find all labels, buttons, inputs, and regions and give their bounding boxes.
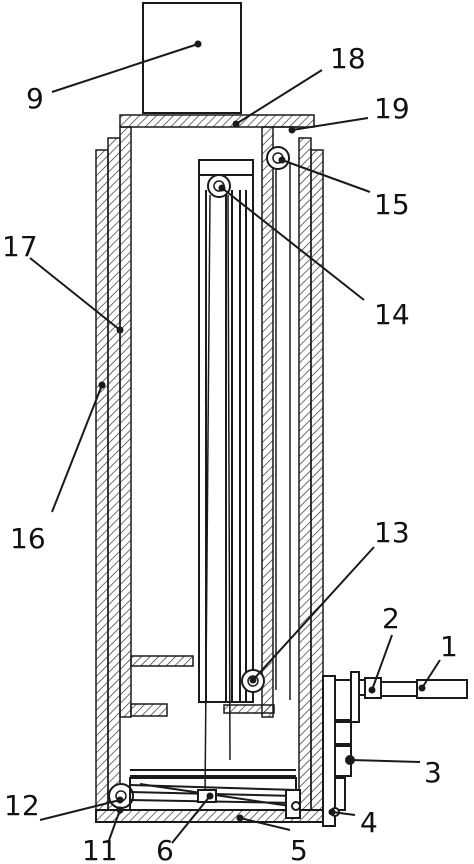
label-13: 13 <box>374 516 410 549</box>
leader-dots <box>98 40 426 822</box>
pulley-13-base <box>223 704 275 714</box>
label-3: 3 <box>424 756 442 789</box>
guide-rails <box>198 159 254 703</box>
label-1: 1 <box>440 630 458 663</box>
label-11: 11 <box>82 834 118 864</box>
left-base-block <box>130 703 168 717</box>
top-block <box>142 2 242 114</box>
label-15: 15 <box>374 188 410 221</box>
label-18: 18 <box>330 42 366 75</box>
label-12: 12 <box>4 789 40 822</box>
label-2: 2 <box>382 602 400 635</box>
pulley-15 <box>266 146 290 170</box>
label-9: 9 <box>26 82 44 115</box>
label-5: 5 <box>290 834 308 864</box>
label-17: 17 <box>2 230 38 263</box>
inner-tube <box>119 114 315 718</box>
label-16: 16 <box>10 522 46 555</box>
label-19: 19 <box>374 92 410 125</box>
label-6: 6 <box>156 834 174 864</box>
label-14: 14 <box>374 298 410 331</box>
pulley-14 <box>207 174 231 198</box>
side-drive <box>322 671 468 827</box>
leader-lines <box>29 43 441 844</box>
cables <box>204 162 291 801</box>
bottom-housing <box>95 769 324 823</box>
label-4: 4 <box>360 806 378 839</box>
